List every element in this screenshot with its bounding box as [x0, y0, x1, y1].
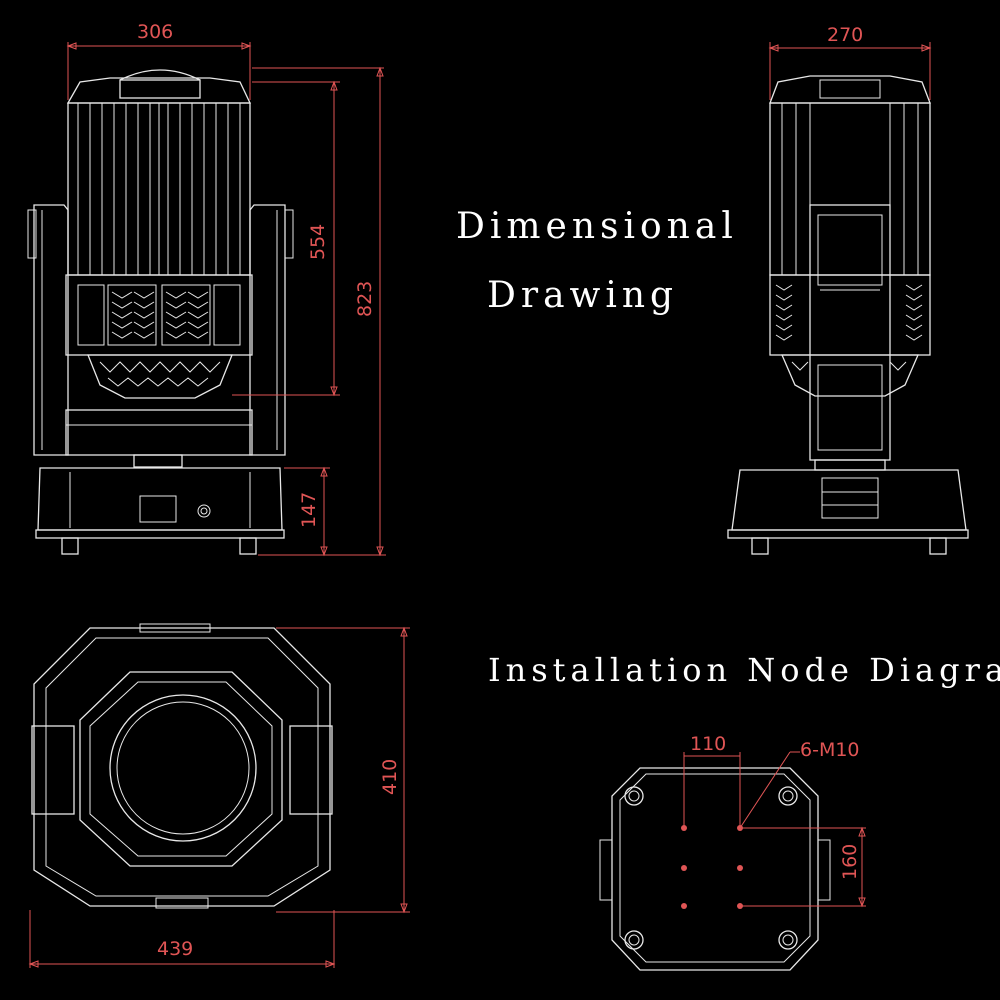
dim-hole-spacing-x: 110 — [690, 733, 726, 755]
side-view: 270 — [727, 24, 969, 555]
dim-front-width: 306 — [137, 21, 173, 43]
dimensional-drawing-title-line1: Dimensional — [456, 206, 738, 247]
dim-bottom-height: 410 — [379, 759, 401, 795]
bottom-view: 410 439 — [28, 623, 410, 968]
dim-hole-spacing-y: 160 — [839, 844, 861, 880]
side-vent-grille — [775, 284, 923, 341]
dim-total-height: 823 — [354, 281, 376, 317]
dim-side-width: 270 — [827, 24, 863, 46]
dimensional-drawing-title-line2: Drawing — [487, 275, 679, 316]
front-view: 306 554 823 147 — [27, 21, 386, 557]
lens-ring — [109, 694, 257, 842]
installation-node-title: Installation Node Diagram — [488, 651, 1000, 689]
dim-mount-holes: 6-M10 — [800, 739, 860, 761]
front-vent-grille — [77, 284, 241, 346]
dim-head-height: 554 — [307, 224, 329, 260]
installation-node-view: 110 6-M10 160 — [599, 733, 866, 971]
dim-bottom-width: 439 — [157, 938, 193, 960]
head-fins — [77, 103, 241, 275]
mount-holes — [681, 825, 743, 909]
dim-base-height: 147 — [298, 492, 320, 528]
